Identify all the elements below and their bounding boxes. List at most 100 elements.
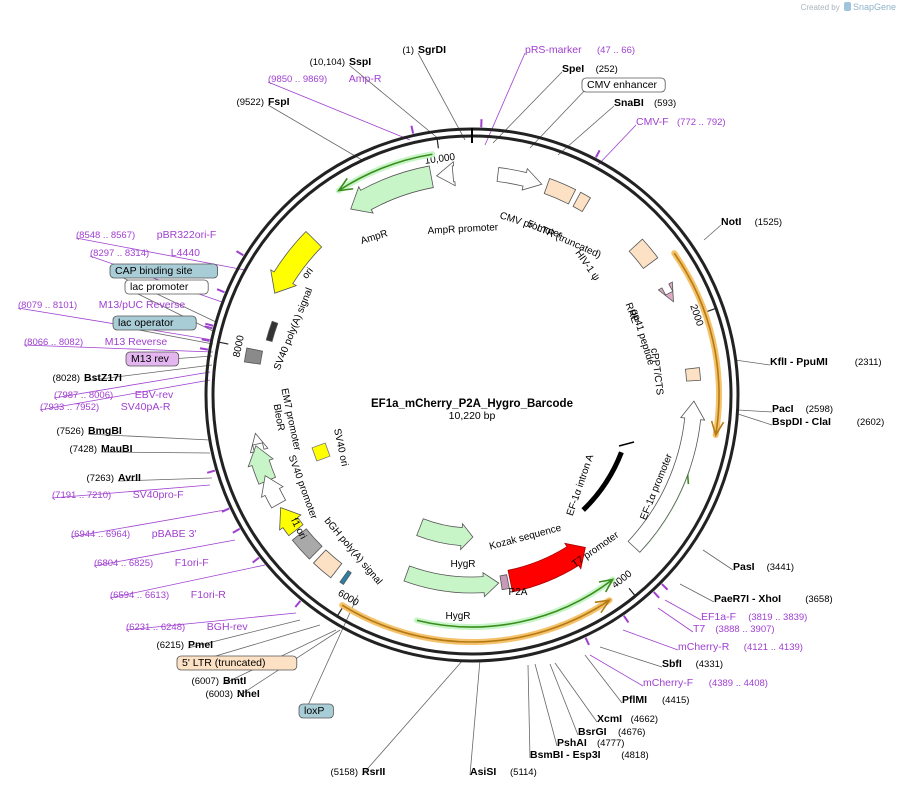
- enzyme-name: BstZ17I: [84, 372, 122, 384]
- primer-name: T7: [693, 623, 705, 635]
- leader-line: [51, 484, 211, 499]
- leader-line: [622, 629, 679, 651]
- leader-line: [129, 289, 216, 333]
- leader-line: [554, 662, 598, 723]
- enzyme-name: AvrII: [118, 472, 141, 484]
- enzyme-site: (5114): [510, 767, 537, 778]
- enzyme-site: (7428): [70, 444, 97, 455]
- primer-name: M13 Reverse: [105, 336, 168, 348]
- feature-hiv-psi: [572, 191, 592, 213]
- enzyme-label: BspDI - ClaI(2602): [772, 416, 884, 428]
- feature-label: HygR: [450, 559, 475, 570]
- primer-label: (7191 .. 7210) SV40pro-F: [52, 489, 184, 501]
- primer-site-mark: [206, 469, 216, 474]
- created-by-label: Created by: [800, 3, 840, 12]
- primer-name: pRS-marker: [525, 44, 582, 56]
- enzyme-site: (3658): [805, 594, 832, 605]
- enzyme-name: SgrDI: [418, 44, 446, 56]
- feature-ef1a-promoter: [627, 400, 706, 553]
- primer-range: (6594 .. 6613): [110, 590, 169, 601]
- enzyme-name: PacI: [772, 403, 794, 415]
- feature-sv40-promoter: [260, 475, 287, 509]
- feature-label: HygR: [445, 611, 470, 622]
- label-box: [581, 77, 666, 93]
- label-box: [109, 263, 218, 279]
- hygr-track-line: [416, 578, 614, 628]
- feature-label: SV40 ori: [331, 428, 350, 468]
- leader-line: [187, 619, 301, 649]
- leader-line: [39, 379, 211, 411]
- primer-name: L4440: [171, 247, 200, 259]
- enzyme-name: SbfI: [662, 658, 682, 670]
- enzyme-name: BsmBI - Esp3I: [530, 749, 601, 761]
- primer-label: (6231 .. 6248) BGH-rev: [126, 621, 248, 633]
- feature-lac-marks: [265, 320, 279, 343]
- enzyme-label: (7263)AvrII: [87, 472, 142, 484]
- leader-line: [23, 344, 214, 353]
- enzyme-name: NheI: [237, 688, 260, 700]
- feature-sv40-ori: [311, 442, 331, 462]
- enzyme-label: (10,104) SspI: [310, 56, 372, 68]
- label-box: [112, 315, 197, 331]
- enzyme-name: KflI - PpuMI: [770, 356, 828, 368]
- enzyme-name: RsrII: [362, 766, 385, 778]
- leader-line: [679, 583, 715, 603]
- enzyme-name: PasI: [733, 561, 755, 573]
- feature-label: 5' LTR (truncated): [525, 219, 602, 261]
- feature-cmv-promoter: [496, 167, 543, 191]
- enzyme-site: (8028): [53, 373, 80, 384]
- ampr-track-head: [337, 177, 354, 192]
- label-box: [298, 703, 334, 719]
- primer-range: (6231 .. 6248): [126, 622, 185, 633]
- primer-site-mark: [199, 347, 209, 351]
- boxed-feature-label: M13 rev: [125, 351, 180, 367]
- ampr-track-line: [338, 153, 433, 192]
- primer-site-mark: [661, 583, 669, 591]
- leader-line: [75, 237, 246, 271]
- boxed-label-text: CAP binding site: [115, 265, 193, 277]
- feature-gp41: [657, 281, 674, 303]
- feature-cppt: [685, 367, 701, 382]
- boxed-feature-label: CMV enhancer: [581, 77, 666, 93]
- plasmid-name: EF1a_mCherry_P2A_Hygro_Barcode: [371, 398, 573, 410]
- leader-line: [584, 654, 623, 704]
- enzyme-name: FspI: [268, 96, 290, 108]
- leader-line: [267, 104, 363, 161]
- enzyme-name: NotI: [721, 216, 741, 228]
- primer-name: SV40pro-F: [133, 489, 184, 501]
- enzyme-name: SspI: [349, 56, 371, 68]
- feature-sv40-polya: [243, 347, 263, 365]
- enzyme-site: (10,104): [310, 57, 345, 68]
- tick-mark: [628, 587, 636, 597]
- intron-cap: [618, 441, 635, 447]
- primer-site-mark: [201, 338, 210, 342]
- primer-label: (9850 .. 9869)Amp-R: [268, 73, 382, 85]
- enzyme-site: (9522): [237, 97, 264, 108]
- enzyme-name: PaeR7I - XhoI: [714, 593, 781, 605]
- leader-line: [737, 409, 773, 413]
- primer-name: BGH-rev: [207, 621, 249, 633]
- feature-label: ori: [300, 266, 316, 282]
- feature-label: cPPT/CTS: [648, 348, 665, 397]
- boxed-feature-label: 5' LTR (truncated): [176, 655, 298, 671]
- primer-name: F1ori-R: [191, 589, 226, 601]
- enzyme-label: PacI(2598): [772, 403, 833, 415]
- feature-rre: [628, 238, 659, 269]
- boxed-label-text: M13 rev: [131, 353, 170, 365]
- label-box: [176, 655, 298, 671]
- leader-line: [109, 564, 266, 599]
- primer-label: EF1a-F(3819 .. 3839): [701, 611, 807, 623]
- primer-range: (7191 .. 7210): [52, 490, 111, 501]
- enzyme-name: BmgBI: [88, 425, 122, 437]
- feature-ori: [270, 230, 323, 294]
- enzyme-label: (1)SgrDI: [402, 44, 446, 56]
- snapgene-logo-icon: [843, 2, 851, 11]
- enzyme-site: (4818): [621, 750, 648, 761]
- enzyme-site: (1525): [755, 217, 782, 228]
- primer-site-mark: [205, 322, 214, 327]
- feature-ef1a-intron-a: [581, 451, 624, 512]
- enzyme-name: BmtI: [223, 675, 246, 687]
- brand-label: SnapGene: [852, 2, 896, 12]
- enzyme-name: BspDI - ClaI: [772, 416, 831, 428]
